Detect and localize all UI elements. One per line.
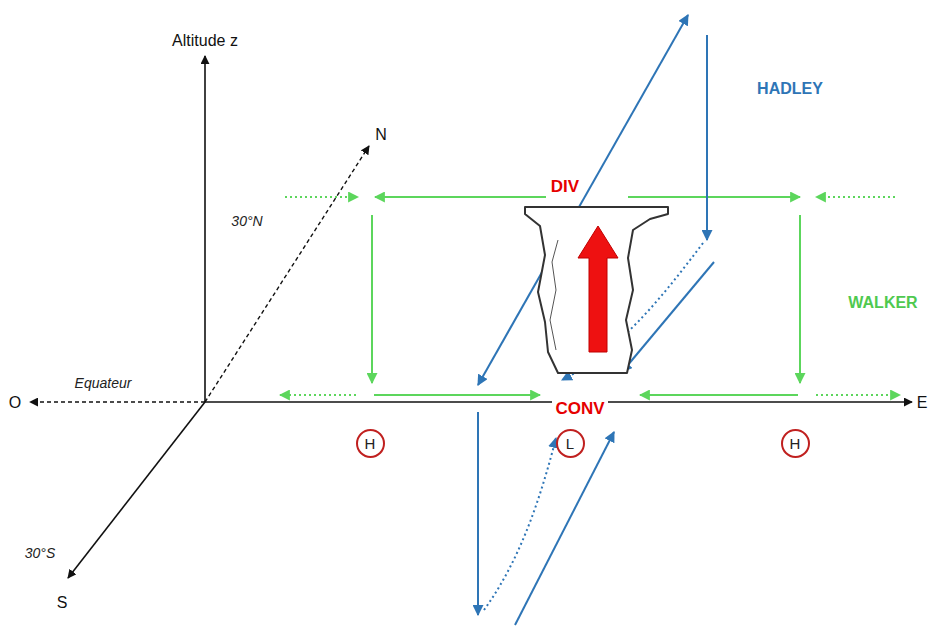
hadley-arrow (477, 412, 479, 615)
walker-arrow (374, 394, 540, 396)
axis-label: E (917, 393, 928, 412)
south-axis (68, 402, 205, 578)
pressure-circle: H (356, 429, 385, 458)
hadley-dotted-arrow (484, 438, 556, 610)
latitude-label: 30°N (231, 212, 262, 231)
walker-arrow (628, 196, 800, 198)
walker-dotted-arrow (280, 394, 356, 396)
walker-arrow (371, 215, 373, 383)
walker-arrow (375, 196, 546, 198)
cumulonimbus-cloud (525, 207, 668, 373)
walker-dotted-arrow (285, 196, 358, 198)
updraft-arrow (578, 226, 618, 352)
west-axis (30, 401, 205, 402)
walker-dotted-arrow (816, 394, 900, 396)
convergence-label: CONV (552, 399, 607, 418)
axis-label: Altitude z (172, 31, 238, 50)
walker-dotted-arrow (816, 196, 895, 198)
pressure-letter: H (365, 435, 376, 452)
hadley-arrow (706, 35, 708, 240)
cloud-texture (550, 240, 558, 350)
axis-label: N (375, 125, 387, 144)
axis-label: O (9, 393, 21, 412)
pressure-letter: L (566, 435, 574, 452)
north-axis (205, 146, 369, 402)
divergence-label: DIV (548, 177, 582, 196)
walker-arrow (640, 394, 798, 396)
axis-label: S (57, 593, 68, 612)
latitude-label: 30°S (25, 544, 56, 563)
hadley-cell (478, 15, 714, 625)
hadley-arrow (515, 432, 614, 625)
equator-label: Equateur (75, 374, 132, 393)
pressure-circle: H (781, 429, 810, 458)
walker-arrow (799, 215, 801, 383)
cell-name: HADLEY (757, 79, 823, 98)
pressure-circle: L (556, 429, 585, 458)
cell-name: WALKER (848, 293, 917, 312)
walker-cell (280, 197, 900, 395)
pressure-letter: H (790, 435, 801, 452)
hadley-arrow (622, 262, 714, 372)
altitude-axis (204, 56, 206, 402)
